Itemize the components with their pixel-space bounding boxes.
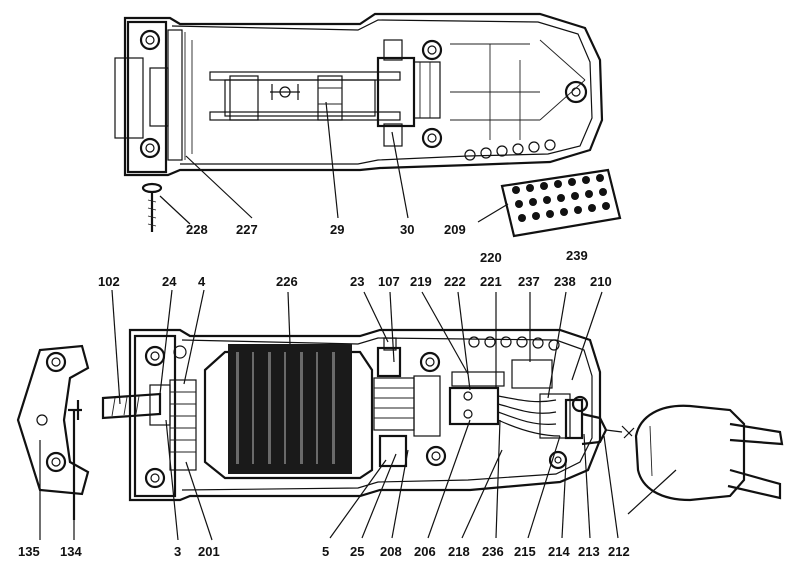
- label-208: 208: [380, 544, 402, 559]
- label-206: 206: [414, 544, 436, 559]
- label-102: 102: [98, 274, 120, 289]
- label-236: 236: [482, 544, 504, 559]
- label-29: 29: [330, 222, 344, 237]
- label-212: 212: [608, 544, 630, 559]
- screw-134: [68, 400, 82, 520]
- label-210: 210: [590, 274, 612, 289]
- label-213: 213: [578, 544, 600, 559]
- part-labels: 228 227 29 30 209 220 239 102 24 4 226 2…: [18, 222, 630, 559]
- rating-plate-209: [500, 168, 622, 238]
- label-239: 239: [566, 248, 588, 263]
- label-30: 30: [400, 222, 414, 237]
- leader-lines: [39, 101, 677, 541]
- mains-plug-212: [634, 404, 784, 502]
- label-220: 220: [480, 250, 502, 265]
- label-24: 24: [162, 274, 177, 289]
- label-218: 218: [448, 544, 470, 559]
- screw-228: [141, 182, 163, 232]
- label-107: 107: [378, 274, 400, 289]
- label-209: 209: [444, 222, 466, 237]
- label-4: 4: [198, 274, 206, 289]
- label-227: 227: [236, 222, 258, 237]
- label-226: 226: [276, 274, 298, 289]
- label-221: 221: [480, 274, 502, 289]
- label-201: 201: [198, 544, 220, 559]
- label-135: 135: [18, 544, 40, 559]
- label-237: 237: [518, 274, 540, 289]
- label-134: 134: [60, 544, 82, 559]
- label-5: 5: [322, 544, 329, 559]
- blade-guard-135: [16, 344, 90, 496]
- label-3: 3: [174, 544, 181, 559]
- bottom-housing: [101, 328, 635, 502]
- label-214: 214: [548, 544, 570, 559]
- label-219: 219: [410, 274, 432, 289]
- label-23: 23: [350, 274, 364, 289]
- label-215: 215: [514, 544, 536, 559]
- label-228: 228: [186, 222, 208, 237]
- label-25: 25: [350, 544, 364, 559]
- label-238: 238: [554, 274, 576, 289]
- label-222: 222: [444, 274, 466, 289]
- top-housing: [114, 12, 604, 177]
